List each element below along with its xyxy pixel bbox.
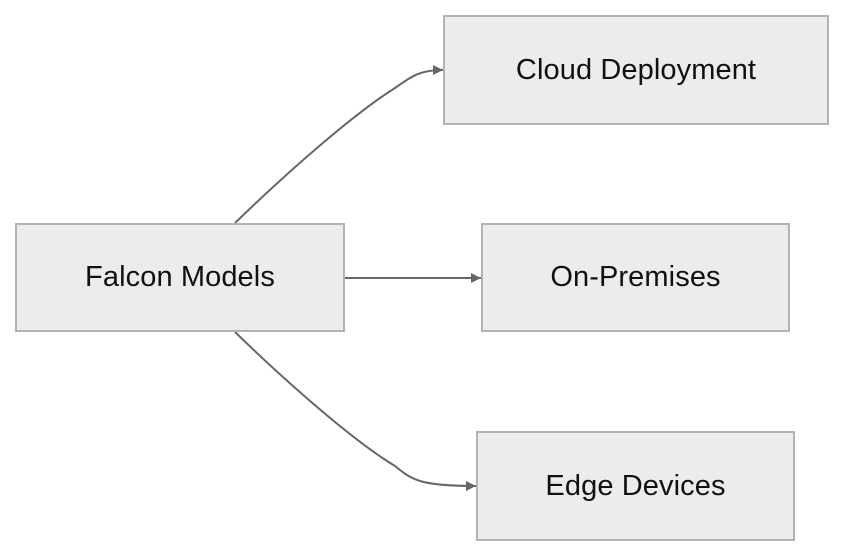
node-edge-devices: Edge Devices: [476, 431, 795, 541]
edge-source-to-edge: [234, 331, 477, 491]
node-label-cloud-deployment: Cloud Deployment: [515, 53, 757, 86]
edge-source-to-cloud: [234, 65, 444, 224]
node-falcon-models: Falcon Models: [15, 223, 345, 332]
node-on-premises: On-Premises: [481, 223, 790, 332]
node-label-on-premises: On-Premises: [550, 261, 721, 293]
node-cloud-deployment: Cloud Deployment: [443, 15, 829, 125]
node-label-edge-devices: Edge Devices: [545, 469, 726, 502]
node-label-falcon-models: Falcon Models: [85, 261, 275, 293]
